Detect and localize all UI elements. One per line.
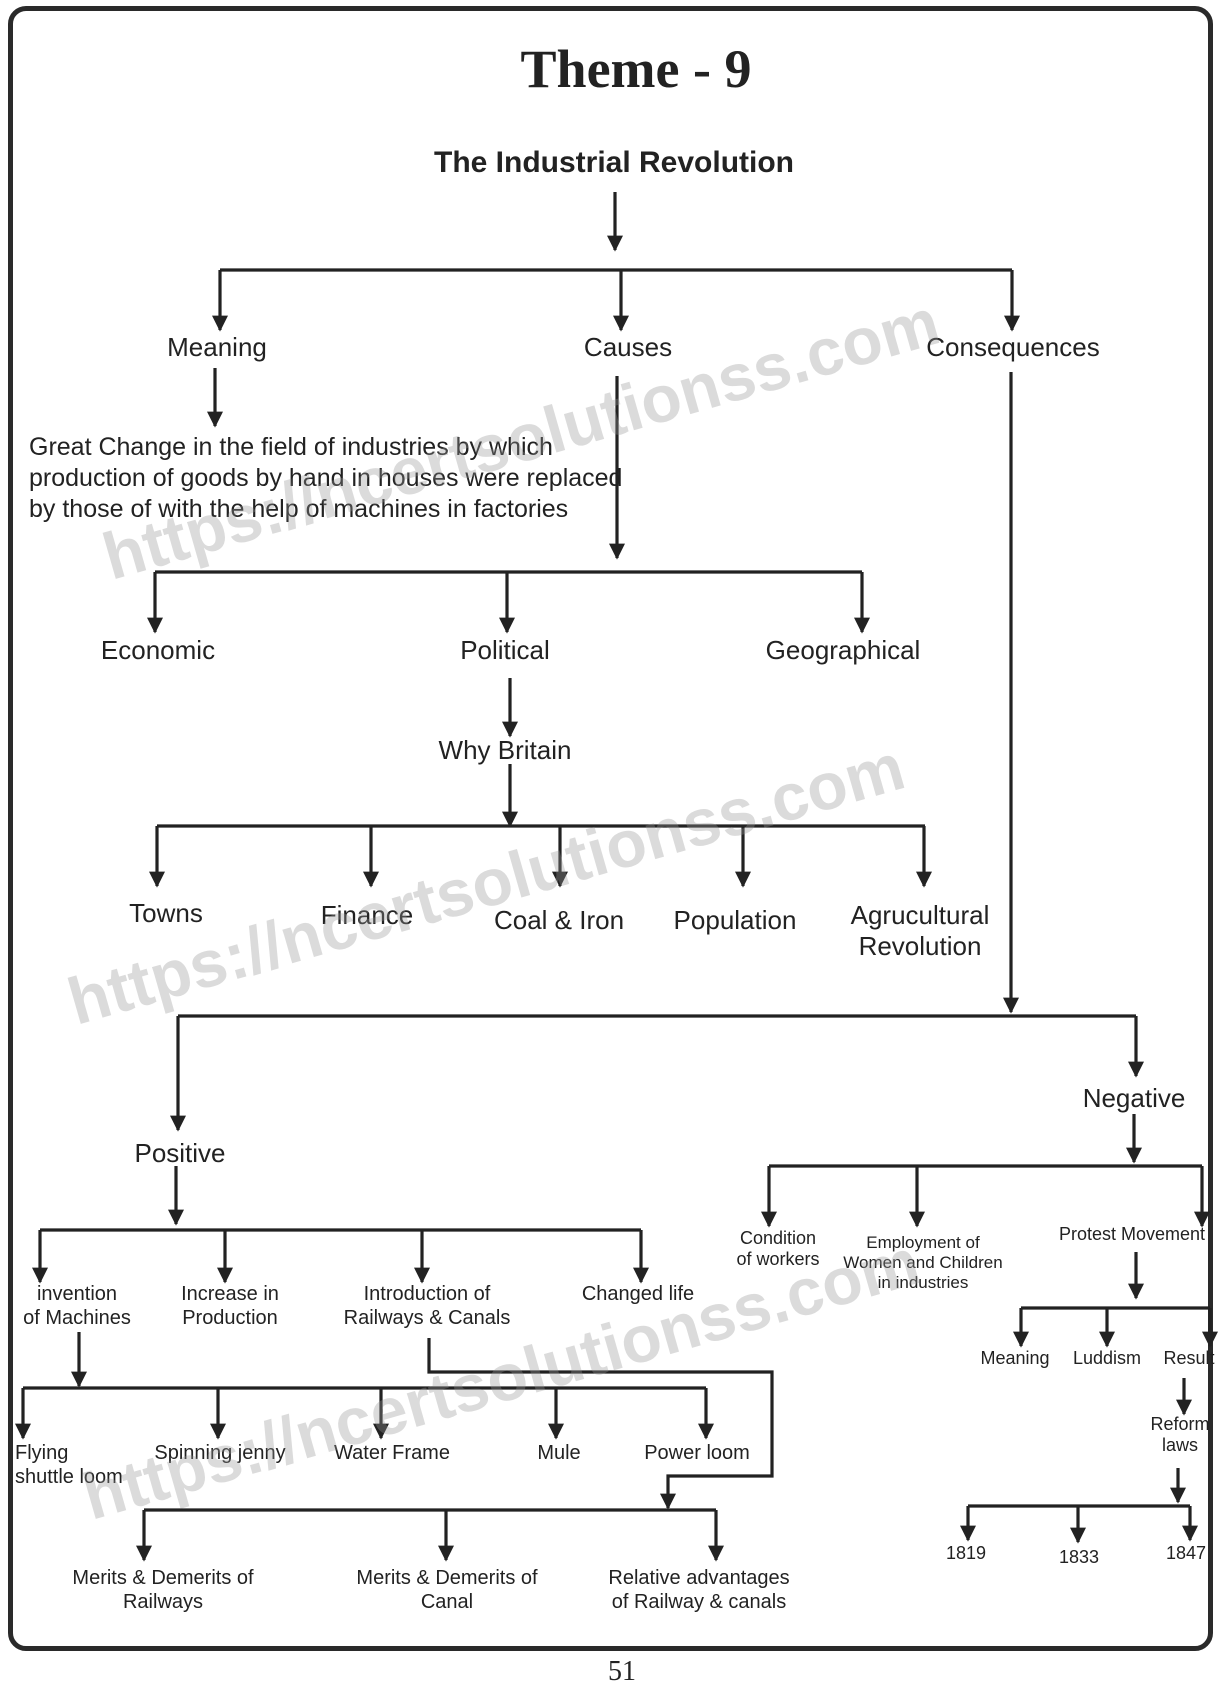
negative-condition-workers: Condition of workers (736, 1228, 820, 1270)
page-border (8, 6, 1213, 1651)
factor-finance: Finance (320, 900, 414, 930)
machine-mule: Mule (537, 1442, 581, 1464)
negative-node: Negative (1082, 1083, 1186, 1113)
year-1819: 1819 (945, 1543, 987, 1563)
protest-meaning: Meaning (980, 1348, 1050, 1368)
page-title: Theme - 9 (520, 39, 752, 99)
negative-employment-women-children: Employment of Women and Children in indu… (843, 1233, 1003, 1293)
positive-invention-machines: invention of Machines (23, 1283, 131, 1329)
factor-towns: Towns (129, 898, 203, 928)
protest-result: Result (1163, 1348, 1215, 1368)
factor-population: Population (673, 905, 797, 935)
root-node: The Industrial Revolution (433, 146, 795, 179)
negative-protest-movement: Protest Movement (1058, 1224, 1206, 1244)
cause-economic: Economic (100, 635, 216, 665)
why-britain-node: Why Britain (438, 735, 572, 765)
reform-laws: Reform laws (1150, 1414, 1210, 1456)
page-number: 51 (608, 1656, 636, 1687)
positive-railways-canals: Introduction of Railways & Canals (343, 1283, 511, 1329)
consequences-node: Consequences (926, 332, 1100, 362)
protest-luddism: Luddism (1072, 1348, 1142, 1368)
cause-political: Political (460, 635, 550, 665)
relative-advantages: Relative advantages of Railway & canals (608, 1567, 790, 1613)
cause-geographical: Geographical (765, 635, 921, 665)
machine-spinning-jenny: Spinning jenny (154, 1442, 286, 1464)
year-1847: 1847 (1165, 1543, 1207, 1563)
positive-increase-production: Increase in Production (181, 1283, 279, 1329)
positive-changed-life: Changed life (581, 1283, 695, 1305)
meaning-node: Meaning (167, 332, 267, 362)
factor-agricultural-revolution: Agrucultural Revolution (850, 900, 990, 961)
machine-power-loom: Power loom (644, 1442, 750, 1464)
machine-water-frame: Water Frame (334, 1442, 450, 1464)
year-1833: 1833 (1058, 1547, 1100, 1567)
factor-coal-iron: Coal & Iron (493, 905, 625, 935)
causes-node: Causes (583, 332, 673, 362)
positive-node: Positive (134, 1138, 226, 1168)
railways-merits-demerits: Merits & Demerits of Railways (72, 1567, 254, 1613)
meaning-description: Great Change in the field of industries … (29, 433, 623, 523)
canal-merits-demerits: Merits & Demerits of Canal (356, 1567, 538, 1613)
machine-flying-shuttle: Flying shuttle loom (15, 1442, 123, 1488)
